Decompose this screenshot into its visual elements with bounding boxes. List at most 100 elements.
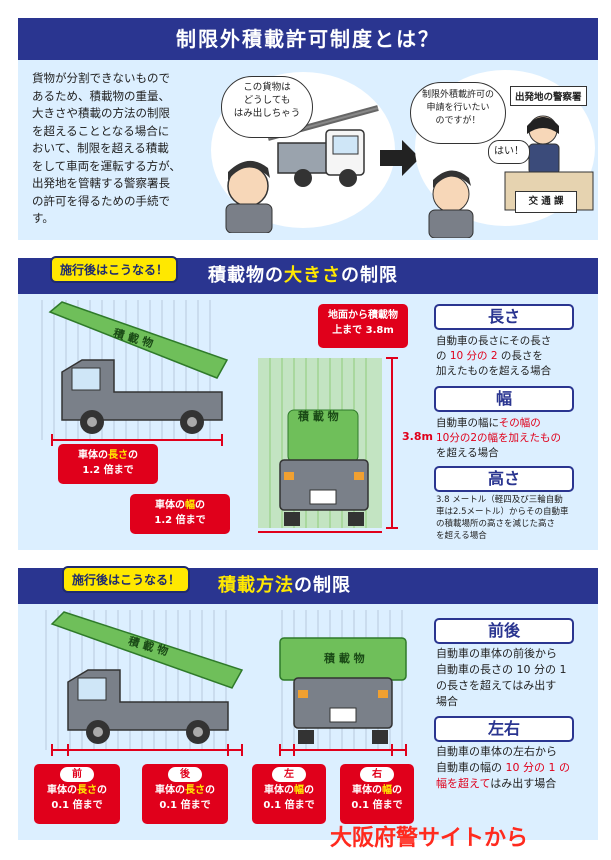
bubble-line: のですが！ xyxy=(435,116,481,126)
rear-truck-diagram-2 xyxy=(279,610,407,756)
description-line: 車は2.5メートル）からその自動車 xyxy=(436,507,569,517)
intro-line: 貨物が分割できないもので xyxy=(32,71,170,85)
text-highlight: 幅 xyxy=(185,500,195,511)
reply-bubble: はい！ xyxy=(488,140,530,164)
section1-tag: 施行後はこうなる！ xyxy=(50,256,179,283)
intro-line: の許可を得るための手続で xyxy=(32,193,170,208)
description-line: を超える場合 xyxy=(436,447,499,459)
height-note-line: 地面から積載物 xyxy=(328,310,398,321)
description-line: 3.8 メートル（軽四及び三輪自動 xyxy=(436,495,563,505)
text-highlight: 長さ xyxy=(185,785,205,796)
text-highlight: 10 分の 1 の xyxy=(505,761,571,774)
text-fragment: 車体の xyxy=(155,785,185,796)
section1-title: 積載物の大きさの制限 xyxy=(208,258,398,294)
section1-title-pre: 積載物の xyxy=(208,265,284,286)
text-highlight: 10 分の 2 xyxy=(449,350,498,362)
text-fragment: の xyxy=(195,500,205,511)
text-highlight: 幅 xyxy=(294,785,304,796)
text-fragment: の xyxy=(97,785,107,796)
description-line: 自動車の長さの 10 分の 1 xyxy=(436,663,567,676)
height-note-box: 地面から積載物 上まで 3.8m xyxy=(318,304,408,348)
description-line: 自動車の幅の 10 分の 1 の xyxy=(436,760,596,776)
box-line1: 車体の長さの xyxy=(34,783,120,798)
front-limit-box: 前 車体の長さの 0.1 倍まで xyxy=(34,764,120,824)
description-line: 自動車の車体の前後から xyxy=(436,647,557,660)
width-limit-box: 車体の幅の 1.2 倍まで xyxy=(130,494,230,534)
intro-line: をして車両を運転する方が、 xyxy=(32,158,181,173)
length-limit-box: 車体の長さの 1.2 倍まで xyxy=(58,444,158,484)
box-line2: 0.1 倍まで xyxy=(263,800,315,811)
height-heading: 高さ xyxy=(434,466,574,492)
text-fragment: 車体の xyxy=(78,450,108,461)
description-line: を超える場合 xyxy=(436,531,487,541)
text-fragment: はみ出す場合 xyxy=(490,777,557,790)
width-limit-line2: 1.2 倍まで xyxy=(154,515,206,526)
description-line: 自動車の幅にその幅の xyxy=(436,416,596,431)
text-highlight: 幅 xyxy=(382,785,392,796)
bubble-line: はみ出しちゃう xyxy=(233,108,301,119)
text-fragment: の xyxy=(436,350,450,362)
bubble-line: この貨物は xyxy=(243,82,291,93)
left-pill: 左 xyxy=(272,767,306,782)
description-line: 自動車の車体の左右から xyxy=(436,745,557,758)
box-line1: 車体の幅の xyxy=(340,783,414,798)
section2-panel: 積 載 物 積 載 物 前 車体の長さの 0.1 倍まで 後 車体の長さの 0.… xyxy=(18,604,598,840)
request-bubble: 制限外積載許可の 申請を行いたい のですが！ xyxy=(410,82,506,144)
width-limit-line1: 車体の幅の xyxy=(130,498,230,513)
length-heading: 長さ xyxy=(434,304,574,330)
section2-title-highlight: 積載方法 xyxy=(218,575,294,596)
width-description: 自動車の幅にその幅の 10分の2の幅を加えたもの を超える場合 xyxy=(436,416,596,461)
rear-cargo-label-2: 積 載 物 xyxy=(324,652,365,665)
counter-sign: 交 通 課 xyxy=(515,191,577,213)
length-description: 自動車の長さにその長さ の 10 分の 2 の長さを 加えたものを超える場合 xyxy=(436,334,596,379)
description-line: 10分の2の幅を加えたもの xyxy=(436,432,562,444)
section1-title-highlight: 大きさ xyxy=(284,265,341,286)
text-fragment: 車体の xyxy=(47,785,77,796)
text-highlight: 長さ xyxy=(77,785,97,796)
height-description: 3.8 メートル（軽四及び三輪自動 車は2.5メートル）からその自動車 の積載場… xyxy=(436,494,596,542)
description-line: 加えたものを超える場合 xyxy=(436,365,552,377)
arrow-right-icon xyxy=(380,140,420,176)
intro-text: 貨物が分割できないもので あるため、積載物の重量、 大きさや積載の方法の制限 を… xyxy=(32,70,212,228)
text-highlight: その幅の xyxy=(498,417,541,429)
intro-line: あるため、積載物の重量、 xyxy=(32,88,170,103)
bubble-line: 制限外積載許可の xyxy=(421,90,494,100)
intro-line: おいて、制限を超える積載 xyxy=(32,141,169,155)
intro-line: を超えることとなる場合に xyxy=(32,123,170,138)
box-line1: 車体の長さの xyxy=(142,783,228,798)
length-limit-line1: 車体の長さの xyxy=(58,448,158,463)
text-fragment: の xyxy=(392,785,402,796)
width-heading: 幅 xyxy=(434,386,574,412)
intro-line: す。 xyxy=(32,211,54,225)
side-truck-diagram xyxy=(41,300,229,446)
intro-panel: 貨物が分割できないもので あるため、積載物の重量、 大きさや積載の方法の制限 を… xyxy=(18,60,598,240)
front-pill: 前 xyxy=(60,767,94,782)
description-line: 自動車の長さにその長さ xyxy=(436,335,552,347)
description-line: 幅を超えてはみ出す場合 xyxy=(436,776,596,792)
bubble-line: どうしても xyxy=(243,95,291,106)
worry-bubble: この貨物は どうしても はみ出しちゃう xyxy=(221,76,313,138)
front-rear-description: 自動車の車体の前後から 自動車の長さの 10 分の 1 の長さを超えてはみ出す … xyxy=(436,646,596,710)
description-line: の長さを超えてはみ出す xyxy=(436,679,557,692)
text-fragment: の xyxy=(205,785,215,796)
rear-limit-box: 後 車体の長さの 0.1 倍まで xyxy=(142,764,228,824)
front-rear-heading: 前後 xyxy=(434,618,574,644)
text-fragment: 車体の xyxy=(264,785,294,796)
left-right-description: 自動車の車体の左右から 自動車の幅の 10 分の 1 の 幅を超えてはみ出す場合 xyxy=(436,744,596,792)
section2-title-post: の制限 xyxy=(294,575,351,596)
description-line: 場合 xyxy=(436,695,458,708)
rear-pill: 後 xyxy=(168,767,202,782)
box-line2: 0.1 倍まで xyxy=(159,800,211,811)
box-line1: 車体の幅の xyxy=(252,783,326,798)
page-title: 制限外積載許可制度とは？ xyxy=(176,27,440,51)
right-pill: 右 xyxy=(360,767,394,782)
intro-line: 出発地を管轄する警察署長 xyxy=(32,176,170,190)
source-watermark: 大阪府警サイトから xyxy=(330,826,529,851)
right-limit-box: 右 車体の幅の 0.1 倍まで xyxy=(340,764,414,824)
text-highlight: 幅を超えて xyxy=(436,777,491,790)
length-limit-line2: 1.2 倍まで xyxy=(82,465,134,476)
text-fragment: の xyxy=(304,785,314,796)
section2-title: 積載方法の制限 xyxy=(218,568,351,604)
side-truck-diagram-2 xyxy=(45,610,244,756)
text-fragment: の xyxy=(128,450,138,461)
